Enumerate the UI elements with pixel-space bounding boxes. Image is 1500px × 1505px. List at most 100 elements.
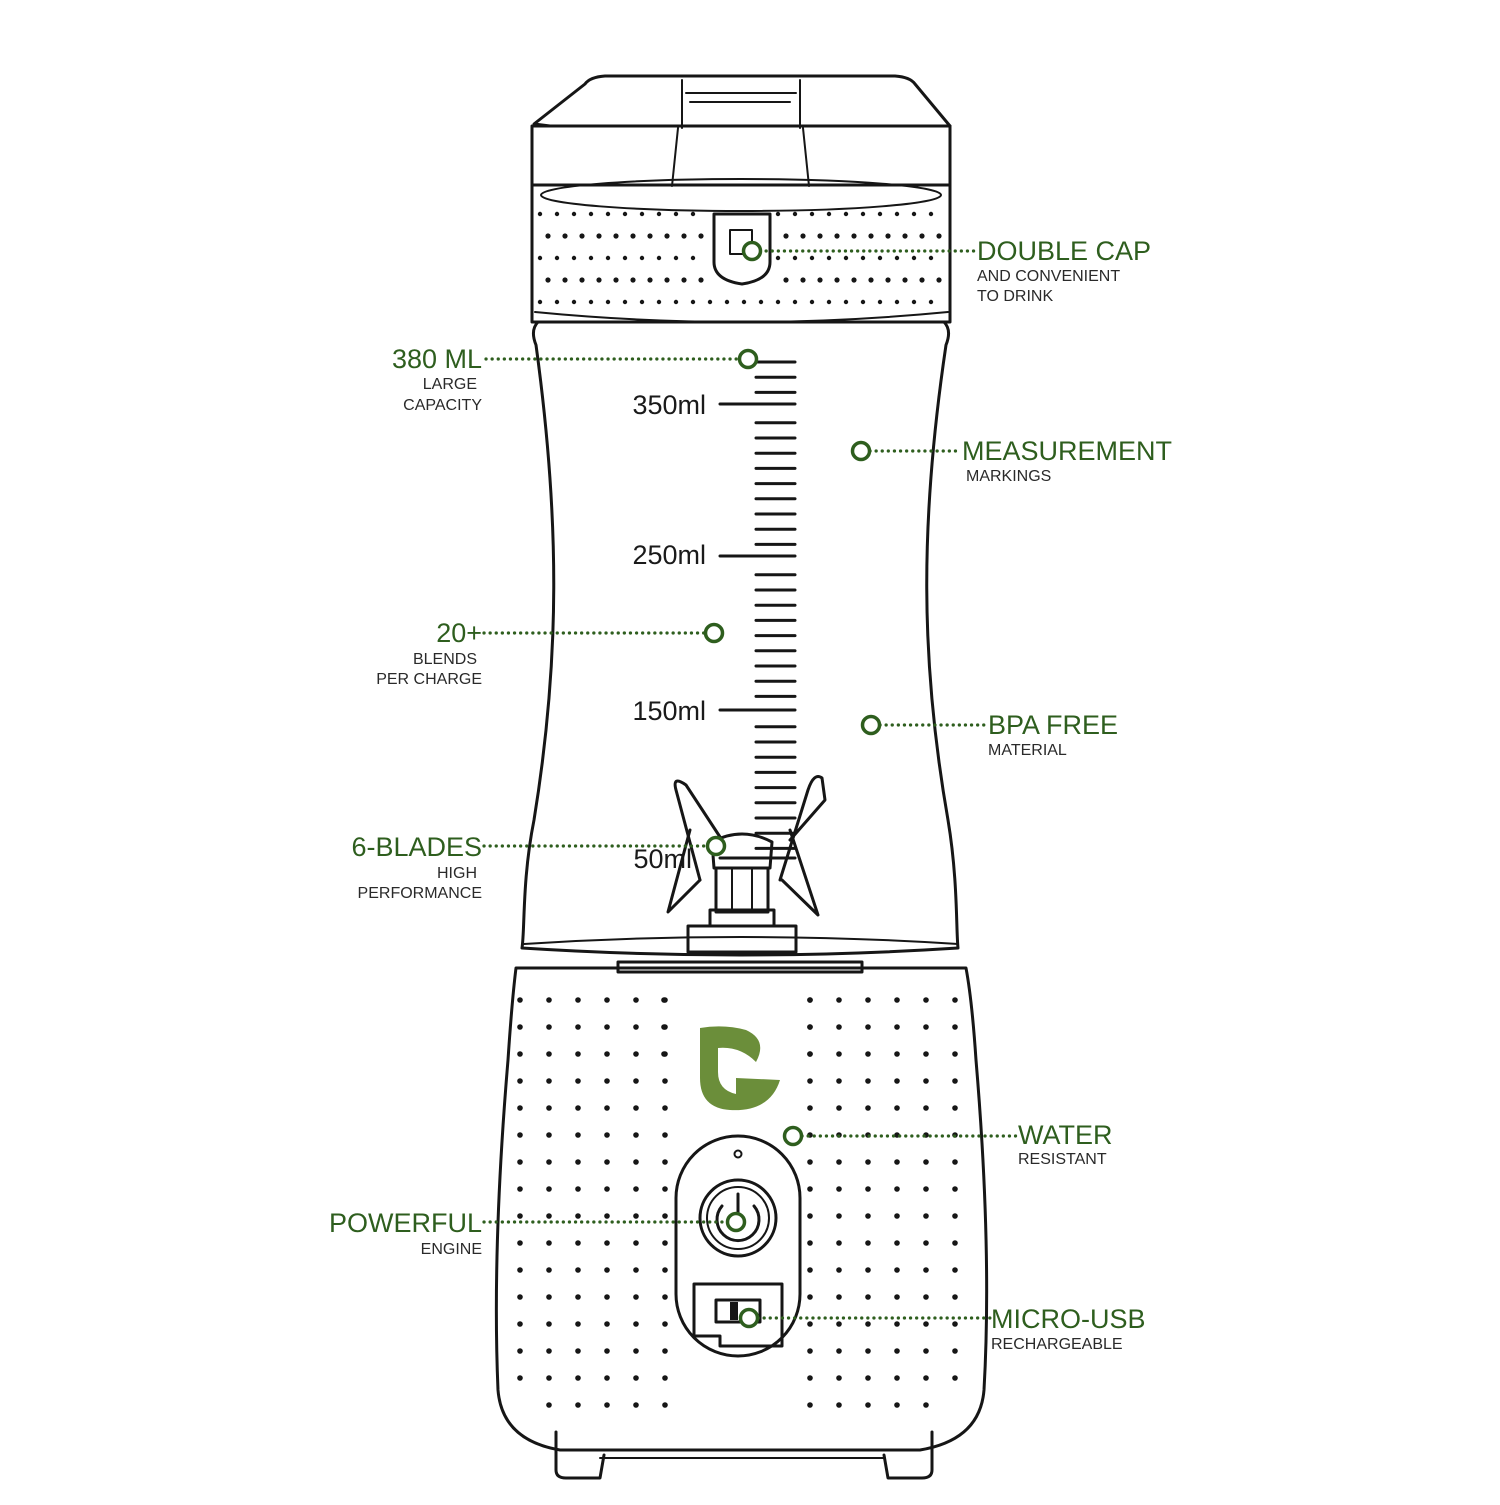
base-dot [865, 1294, 871, 1300]
base-dot [517, 1213, 523, 1219]
power-icon [715, 1204, 761, 1243]
base-dot [604, 1051, 610, 1057]
lid-dot [588, 211, 594, 217]
lid-dot [843, 255, 849, 261]
lid-dot [809, 299, 815, 305]
base-dot [807, 1213, 813, 1219]
lid-dot [664, 233, 670, 239]
blender-base [494, 960, 989, 1480]
callout-title: MICRO-USB [991, 1304, 1146, 1334]
base-dot [633, 1294, 639, 1300]
lid-dot [783, 277, 789, 283]
lid-dot [605, 299, 611, 305]
base-dot [807, 1294, 813, 1300]
base-dot [836, 1024, 842, 1030]
base-dot [517, 1375, 523, 1381]
lid-dot [647, 233, 653, 239]
base-dot [952, 1375, 958, 1381]
base-dot [807, 1375, 813, 1381]
base-dot [662, 1132, 668, 1138]
lid-dot [605, 255, 611, 261]
lid-dot [902, 277, 908, 283]
base-dot [923, 1402, 929, 1408]
base-dot [865, 1024, 871, 1030]
base-dot [517, 1294, 523, 1300]
lid-dot [843, 299, 849, 305]
base-dot [807, 1186, 813, 1192]
lid-dot [673, 255, 679, 261]
lid-dot [817, 277, 823, 283]
lid-dot [562, 233, 568, 239]
lid-dot [936, 277, 942, 283]
base-dot [865, 1213, 871, 1219]
base-dot [836, 1402, 842, 1408]
lid-dot [834, 277, 840, 283]
base-dot [517, 1051, 523, 1057]
lid-dot [622, 211, 628, 217]
base-dot [517, 1105, 523, 1111]
base-dot [546, 1213, 552, 1219]
base-dot [517, 1186, 523, 1192]
base-dot [836, 1375, 842, 1381]
base-dot [865, 1267, 871, 1273]
base-dot [952, 1024, 958, 1030]
callout-subtitle: RECHARGEABLE [991, 1336, 1123, 1353]
base-dot [865, 1348, 871, 1354]
lid-dot [843, 211, 849, 217]
callout-subtitle: LARGE [423, 376, 477, 393]
base-dot [894, 1348, 900, 1354]
base-dot [807, 1240, 813, 1246]
base-dot [807, 1321, 813, 1327]
lid-dot [673, 299, 679, 305]
base-dot [894, 1105, 900, 1111]
callout-double-cap: DOUBLE CAP AND CONVENIENT TO DRINK [977, 236, 1151, 305]
base-dot [633, 1186, 639, 1192]
base-dot [661, 1051, 667, 1057]
base-dot [633, 1321, 639, 1327]
lid-dot [936, 233, 942, 239]
marker-water [782, 1125, 804, 1147]
base-dot [894, 1294, 900, 1300]
base-dot [923, 1240, 929, 1246]
callout-title: 380 ML [392, 344, 482, 374]
callout-subtitle: PERFORMANCE [358, 885, 482, 902]
base-dot [517, 997, 523, 1003]
callout-title: 20+ [436, 618, 482, 648]
base-dot [546, 1267, 552, 1273]
lid-dots [537, 211, 942, 305]
base-dot [865, 1078, 871, 1084]
callout-title: POWERFUL [329, 1208, 482, 1238]
base-dot [662, 1186, 668, 1192]
lid-dot [792, 299, 798, 305]
base-dot [836, 1105, 842, 1111]
lid-dot [554, 211, 560, 217]
base-dot [836, 1348, 842, 1354]
base-dot [952, 1294, 958, 1300]
lid-dot [758, 299, 764, 305]
base-dot [575, 1078, 581, 1084]
base-dot [546, 1132, 552, 1138]
base-dot [575, 1105, 581, 1111]
base-dot [546, 1402, 552, 1408]
lid-dot [639, 211, 645, 217]
lid-dot [809, 211, 815, 217]
base-dot [604, 1186, 610, 1192]
base-dot [662, 1321, 668, 1327]
base-dot [894, 1078, 900, 1084]
base-dot [546, 1078, 552, 1084]
base-dot [633, 1051, 639, 1057]
blade-assembly [666, 775, 827, 954]
base-dot [546, 1294, 552, 1300]
callout-subtitle: MATERIAL [988, 742, 1067, 759]
lid-dot [928, 299, 934, 305]
callout-subtitle: TO DRINK [977, 288, 1053, 305]
base-dot [517, 1348, 523, 1354]
callout-capacity: 380 ML LARGE CAPACITY [392, 344, 482, 414]
callout-subtitle: RESISTANT [1018, 1151, 1107, 1168]
marker-usb [738, 1307, 760, 1329]
base-dot [952, 1240, 958, 1246]
base-dot [923, 1267, 929, 1273]
base-dot [894, 1051, 900, 1057]
base-dot [604, 1105, 610, 1111]
